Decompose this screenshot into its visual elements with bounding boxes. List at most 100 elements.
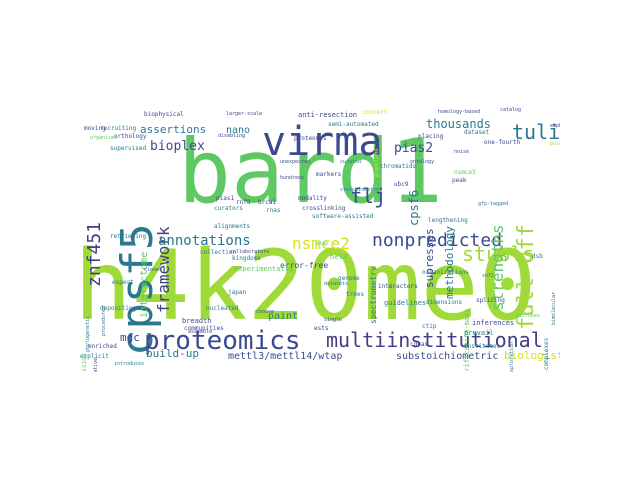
word-pias2: pias2 [394,141,434,156]
word-wtap: wtap [316,241,329,247]
word-inferences: inferences [472,319,515,327]
word-guidelines: guidelines [384,299,427,307]
word-japan: japan [228,289,247,296]
word-breadth: breadth [182,317,212,325]
word-collection: collection [200,249,237,256]
word-mettl3-mettl14-wtap: mettl3/mettl14/wtap [228,351,343,362]
word-exploration: exploration [509,341,515,372]
word-crosslinking: crosslinking [302,205,346,212]
word-snf2: snf2 [482,273,495,279]
word-purification-mass: purification-mass [463,308,471,372]
word-larger-scale: larger-scale [226,111,263,117]
word-substoichiometric: substoichiometric [396,351,499,362]
word-biophysical: biophysical [144,111,184,118]
word-catalog: catalog [500,107,522,113]
word-placing: placing [418,133,444,140]
word-pias1: pias1 [216,195,235,202]
word-stubls: stubls [462,242,535,266]
word-tulip: tulip [512,120,560,144]
word-unexpected: unexpected [280,159,311,165]
word-dimensions: dimensions [426,299,463,306]
word-virma: virma [262,119,383,165]
word-curated: curated [340,159,362,165]
word-organizations: organizations [422,269,469,276]
word-datasets: datasets [324,281,349,287]
word-assemble: assemble [188,329,213,335]
word-ctip: ctip [422,323,437,330]
word-cdnas: cdnas [410,341,429,348]
word-hela: hela [330,253,347,261]
word-pole: pole [550,141,560,147]
word-curators: curators [214,205,243,212]
word-error-free: error-free [280,261,329,270]
word-splicing: splicing [476,297,505,304]
word-supresses: supresses [423,228,436,288]
word-experimentally: experimentally [234,265,294,273]
word-bioplex: bioplex [150,139,205,154]
word-concert: concert [362,109,388,116]
word-enriched: enriched [88,343,117,350]
word-retrieving: retrieving [110,233,147,240]
word-markers: markers [316,171,342,178]
word-nano: nano [226,125,251,136]
word-noise: noise [454,149,470,155]
word-cloud: bard1 h4k20me0 cpsf5 virma proteomics mu… [80,106,560,372]
word-rnf8: rnf8 [236,199,251,206]
word-bard1: bard1 [178,120,443,223]
word-nucleated: nucleated [206,305,239,312]
word-institutes: institutes [464,343,501,350]
word-chromatids: chromatids [380,163,417,170]
word-interactome: interactome [139,251,150,318]
word-mgc: mgc [120,331,140,344]
word-introduces: introduces [114,361,145,367]
word-biologist: biologist [504,349,560,362]
word-kingdoms: kingdoms [232,255,261,262]
word-pipeline: pipeline [373,148,380,177]
word-dsb: dsb [532,253,543,260]
word-h4k20me0: h4k20me0 [80,230,537,342]
word-phylogenetic: phylogenetic [85,315,91,352]
word-peak: peak [452,177,467,184]
word-emphasis: emphasis [550,123,560,129]
word-build-up: build-up [146,347,199,360]
word-ontology: ontology [410,159,435,165]
word-recruiting: recruiting [100,125,137,132]
word-modality: modality [298,195,327,202]
word-homology-based: homology-based [438,109,481,115]
word-gfp-tagged: gfp-tagged [478,201,509,207]
word-brca1: brca1 [258,199,277,206]
word-annotations: annotations [158,233,251,249]
word-ests: ests [314,325,329,332]
word-paint: paint [268,311,299,322]
word-organisms: organisms [90,135,118,141]
word-lengthening: lengthening [428,217,468,224]
word-nsmce2: nsmce2 [292,234,350,253]
word-coexpression: coexpression [81,354,88,372]
word-semi-automated: semi-automated [328,121,379,128]
word-co-complexes: co-complexes [543,337,550,372]
word-post-replicative: post-replicative [93,358,99,372]
word-orthology: orthology [114,133,147,140]
word-stoichiometry: stoichiometry [340,187,380,193]
word-methodology: methodology [443,226,456,299]
word-proteomics: proteomics [144,326,301,356]
word-clones: clones [144,267,163,273]
word-bimolecular: bimolecular [551,291,557,325]
word-prevail: prevail [464,329,494,337]
word-dataset: dataset [464,129,490,136]
word-proteomes: proteomes [294,135,327,142]
word-thousands: thousands [426,117,492,131]
word-software-assisted: software-assisted [312,213,374,220]
word-genome: genome [338,275,360,282]
word-communities: communities [184,325,224,332]
word-moving: moving [84,125,106,132]
word-ubc9: ubc9 [394,181,409,188]
word-rnas: rnas [266,207,281,214]
word-expert: expert [112,279,134,286]
word-cpsf6: cpsf6 [407,189,421,226]
word-multiinstitutional: multiinstitutional [326,328,543,352]
word-nsmce3: nsmce3 [454,169,476,176]
word-assertions: assertions [140,123,207,136]
word-single: single [324,317,343,323]
word-alignments: alignments [214,223,251,230]
